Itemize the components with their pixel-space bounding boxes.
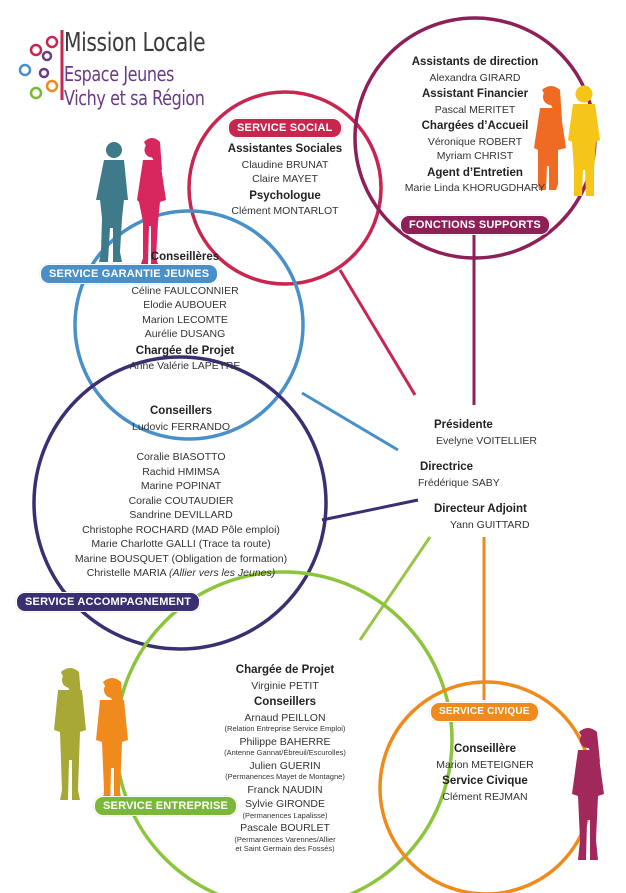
person: Marine BOUSQUET (Obligation de formation… (74, 552, 288, 565)
person: Myriam CHRIST (436, 150, 514, 162)
silhouette-man-teal-icon (96, 142, 128, 262)
person: Marie Charlotte GALLI (Trace ta route) (91, 538, 271, 550)
silhouette-woman-olive-icon (54, 668, 86, 800)
person: Yann GUITTARD (450, 518, 530, 531)
person: Christelle MARIA (Allier vers les Jeunes… (50, 568, 312, 579)
heading: Directrice (420, 461, 474, 473)
heading: Conseillère (454, 743, 516, 755)
circle-social (187, 90, 383, 286)
person: Julien GUERIN (249, 759, 321, 772)
badge-accompagnement: SERVICE ACCOMPAGNEMENT (16, 592, 201, 612)
person: Aurélie DUSANG (144, 328, 226, 340)
person-note: (Allier vers les Jeunes) (169, 567, 276, 579)
silhouette-woman-orange2-icon (96, 678, 128, 814)
person-note: (Permanences Varennes/Allier (234, 834, 336, 844)
person: Claudine BRUNAT (241, 158, 329, 171)
silhouette-woman-purple-icon (572, 728, 604, 860)
person: Clément MONTARLOT (231, 205, 339, 217)
person: Alexandra GIRARD (429, 71, 521, 84)
person-note: (Permanences Lapalisse) (242, 810, 328, 820)
person: Christophe ROCHARD (MAD Pôle emploi) (82, 523, 280, 536)
person: Marion METEIGNER (436, 758, 534, 771)
logo-title: Mission Locale (64, 28, 206, 58)
person: Claire MAYET (252, 173, 318, 185)
heading: Conseillers (150, 405, 212, 417)
logo-mark-icon (18, 30, 64, 100)
heading: Chargées d’Accueil (421, 120, 529, 132)
badge-entreprise: SERVICE ENTREPRISE (94, 796, 238, 816)
heading: Psychologue (249, 189, 321, 202)
badge-garantie-jeunes: SERVICE GARANTIE JEUNES (40, 264, 219, 284)
person: Sylvie GIRONDE (245, 798, 325, 810)
person: Pascal MERITET (434, 103, 516, 116)
block-service-social: Assistantes Sociales Claudine BRUNAT Cla… (215, 143, 355, 217)
person: Sandrine DEVILLARD (129, 509, 233, 521)
person-note: (Antenne Gannat/Ébreuil/Escurolles) (224, 748, 346, 757)
person: Arnaud PEILLON (244, 711, 326, 724)
block-fonctions-supports: Assistants de direction Alexandra GIRARD… (400, 56, 550, 194)
person: Pascale BOURLET (240, 822, 330, 834)
heading: Agent d’Entretien (427, 166, 523, 179)
badge-service-social: SERVICE SOCIAL (228, 118, 342, 138)
silhouette-woman-pink-icon (137, 138, 166, 264)
person-note: (Permanences Mayet de Montagne) (225, 772, 345, 781)
person: Rachid HMIMSA (142, 465, 220, 478)
connector-social (338, 269, 417, 396)
heading: Assistant Financier (421, 88, 529, 100)
badge-service-civique: SERVICE CIVIQUE (430, 702, 539, 722)
person: Coralie BIASOTTO (136, 451, 226, 463)
connector-garantie (301, 391, 399, 452)
heading: Directeur Adjoint (434, 503, 527, 515)
heading: Conseillères (150, 251, 220, 263)
person: Ludovic FERRANDO (131, 420, 231, 433)
heading: Chargée de Projet (235, 664, 335, 676)
person: Philippe BAHERRE (239, 735, 331, 748)
person: Marion LECOMTE (142, 313, 228, 326)
person: Clément REJMAN (442, 790, 528, 803)
person: Céline FAULCONNIER (131, 284, 239, 297)
logo-subtitle-2: Vichy et sa Région (64, 86, 205, 110)
block-entreprise: Chargée de Projet Virginie PETIT Conseil… (200, 664, 370, 853)
person: Frédérique SABY (418, 476, 500, 489)
circle-accompagnement (32, 355, 328, 651)
person-name: Christelle MARIA (86, 567, 170, 579)
connector-accompagnement (321, 498, 419, 522)
badge-fonctions-supports: FONCTIONS SUPPORTS (400, 215, 550, 235)
person: Marie Linda KHORUGDHARY (404, 182, 546, 194)
person: Véronique ROBERT (427, 135, 523, 148)
person: Anne Valérie LAPEYRE (129, 360, 241, 372)
heading: Présidente (434, 419, 493, 431)
person: Coralie COUTAUDIER (128, 494, 234, 507)
silhouette-woman-orange-icon (534, 86, 566, 190)
heading: Assistants de direction (411, 56, 539, 68)
person: Marine POPINAT (140, 480, 222, 492)
person-note: (Relation Entreprise Service Emploi) (224, 724, 346, 733)
logo-subtitle-1: Espace Jeunes (64, 62, 174, 86)
person: Evelyne VOITELLIER (436, 434, 537, 447)
person: Franck NAUDIN (247, 783, 323, 796)
connector-entreprise (358, 536, 432, 641)
person: Elodie AUBOUER (143, 299, 227, 311)
silhouette-man-yellow-icon (568, 85, 600, 196)
heading: Service Civique (442, 775, 528, 787)
person: Virginie PETIT (251, 679, 319, 692)
heading: Chargée de Projet (135, 344, 235, 357)
block-direction: Présidente Evelyne VOITELLIER Directrice… (400, 419, 560, 531)
block-service-civique: Conseillère Marion METEIGNER Service Civ… (420, 743, 550, 803)
person-note: et Saint Germain des Fossés) (235, 844, 335, 853)
block-garantie-jeunes: Conseillères Céline FAULCONNIER Elodie A… (110, 251, 260, 372)
heading: Conseillers (254, 696, 316, 708)
block-accompagnement: Conseillers Ludovic FERRANDO Coralie BIA… (50, 405, 312, 579)
circle-garantie (73, 209, 305, 441)
heading: Assistantes Sociales (227, 143, 343, 155)
